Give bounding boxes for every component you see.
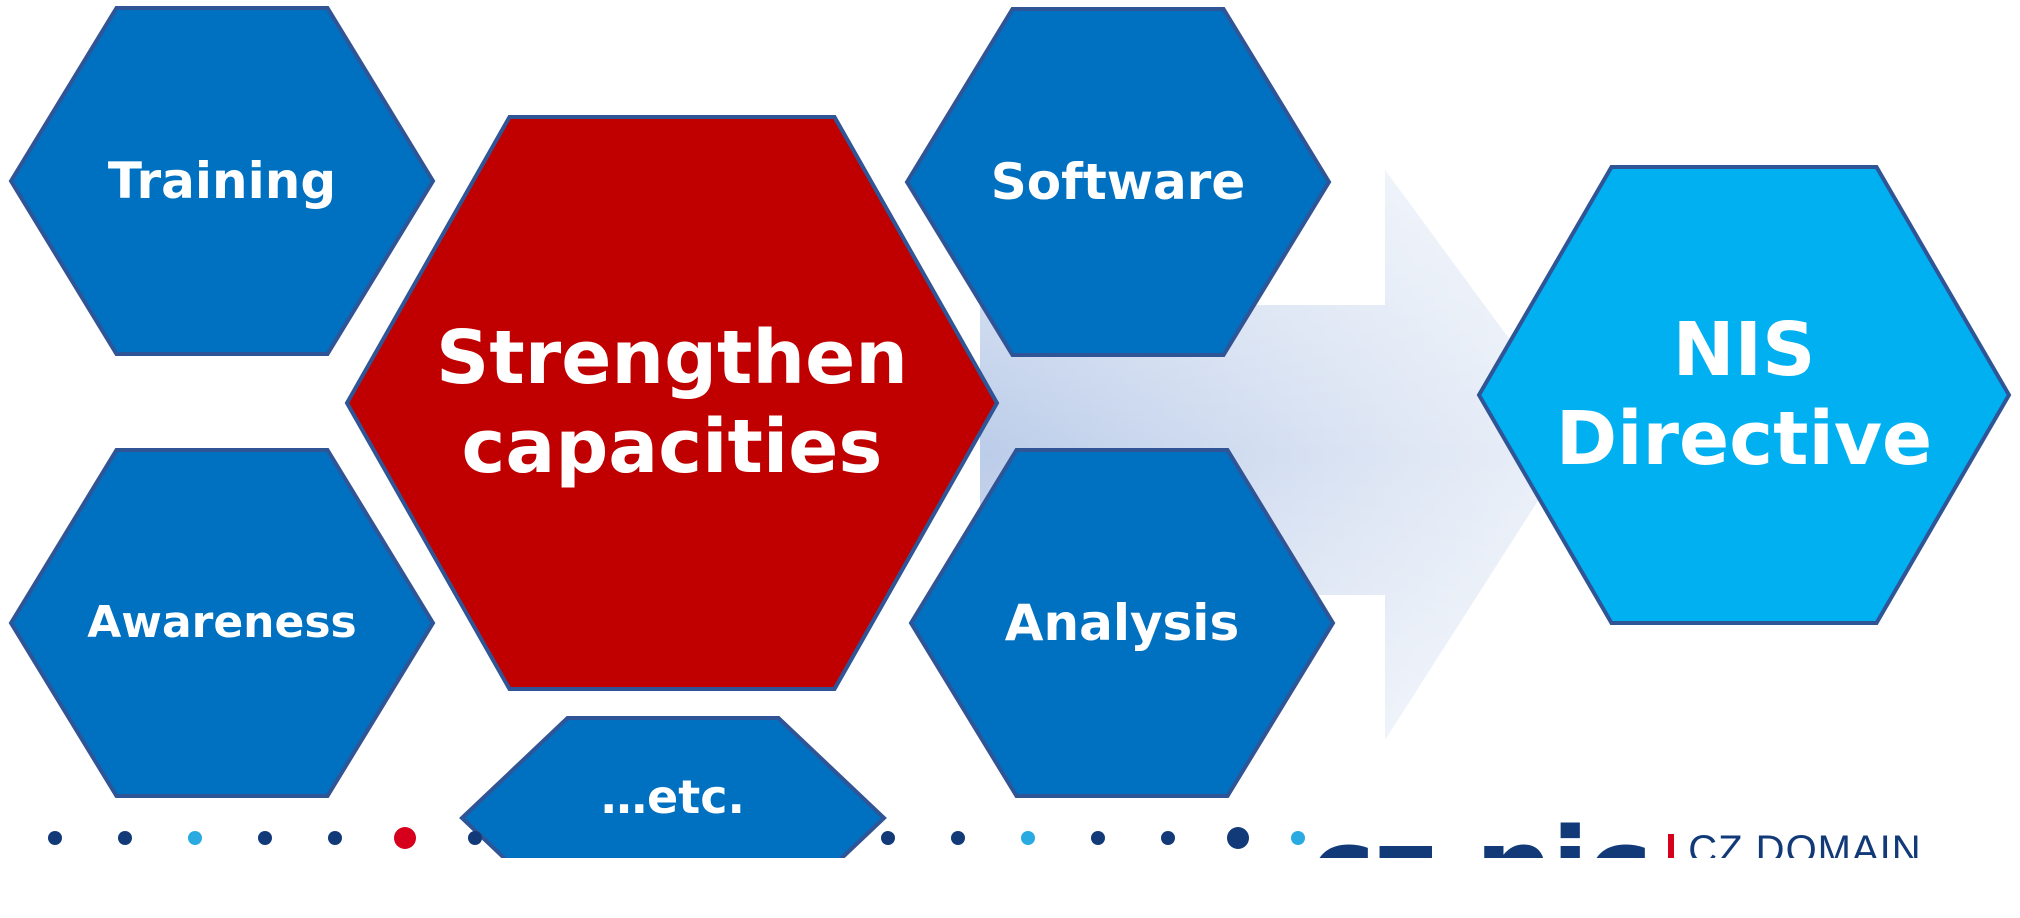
hexagon-software [904, 7, 1332, 357]
logo-mark: cz.nic [1310, 813, 1652, 858]
footer-dot [48, 831, 62, 845]
hexagon-label-awareness: Awareness [87, 596, 357, 648]
hexagon-strengthen [344, 115, 1000, 691]
hexagon-etc [459, 716, 887, 858]
footer-dot [951, 831, 965, 845]
hexagon-label-analysis: Analysis [1004, 594, 1240, 652]
footer-dot [881, 831, 895, 845]
footer-dots [48, 827, 1305, 849]
footer-dot [1227, 827, 1249, 849]
footer-dot [258, 831, 272, 845]
footer-dot [1161, 831, 1175, 845]
footer-dot [118, 831, 132, 845]
footer-dot [188, 831, 202, 845]
hexagon-label-strengthen: Strengthen capacities [436, 315, 908, 490]
hexagon-label-software: Software [990, 153, 1246, 211]
footer-dot [394, 827, 416, 849]
czdomain-logo: cz.nic CZ DOMAIN [1310, 812, 1922, 858]
footer-dot [328, 831, 342, 845]
hexagon-analysis [908, 448, 1336, 798]
logo-text: CZ DOMAIN [1688, 828, 1922, 858]
hexagon-awareness [8, 448, 436, 798]
hexagon-training [8, 6, 436, 356]
footer-dot [1291, 831, 1305, 845]
hexagon-label-nis: NIS Directive [1555, 307, 1933, 482]
footer-dot [1021, 831, 1035, 845]
diagram-canvas [8, 6, 2012, 858]
hexagon-nis [1476, 165, 2012, 625]
footer-dot [468, 831, 482, 845]
footer-dot [1091, 831, 1105, 845]
hexagon-label-training: Training [107, 152, 337, 210]
hexagon-label-etc: …etc. [601, 770, 745, 825]
logo-separator [1668, 834, 1675, 858]
